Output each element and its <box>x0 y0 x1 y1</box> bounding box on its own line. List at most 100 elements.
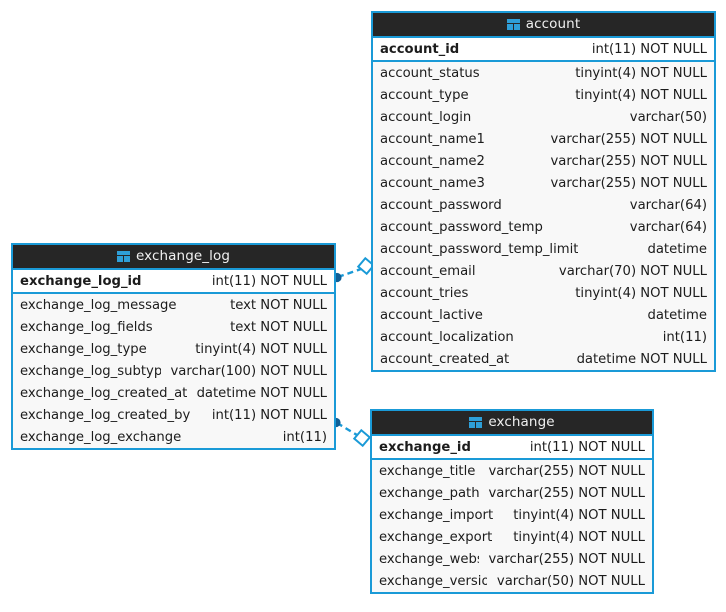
field-row[interactable]: exchange_log_created_at datetime NOT NUL… <box>13 382 334 404</box>
entity-table-account[interactable]: account account_id int(11) NOT NULL acco… <box>371 11 716 372</box>
field-type: int(11) <box>282 429 327 445</box>
field-type: varchar(255) NOT NULL <box>550 175 708 191</box>
field-row-primary-key[interactable]: account_id int(11) NOT NULL <box>373 38 714 62</box>
field-row[interactable]: account_login varchar(50) <box>373 106 714 128</box>
field-name: account_login <box>380 109 472 125</box>
field-name: exchange_log_id <box>20 273 142 289</box>
field-row[interactable]: account_password_temp varchar(64) <box>373 216 714 238</box>
field-name: exchange_website <box>379 551 479 567</box>
field-type: varchar(100) NOT NULL <box>170 363 328 379</box>
field-row[interactable]: exchange_import tinyint(4) NOT NULL <box>372 504 652 526</box>
field-name: exchange_log_exchange <box>20 429 182 445</box>
field-row-primary-key[interactable]: exchange_log_id int(11) NOT NULL <box>13 270 334 294</box>
field-type: tinyint(4) NOT NULL <box>575 65 707 81</box>
field-type: int(11) NOT NULL <box>591 41 707 57</box>
entity-table-exchange[interactable]: exchange exchange_id int(11) NOT NULL ex… <box>370 409 654 594</box>
field-type: tinyint(4) NOT NULL <box>513 529 645 545</box>
field-row[interactable]: exchange_log_type tinyint(4) NOT NULL <box>13 338 334 360</box>
relationship-line <box>337 267 362 279</box>
field-name: exchange_path <box>379 485 479 501</box>
field-type: varchar(255) NOT NULL <box>550 153 708 169</box>
relationship-log-to-exchange[interactable] <box>331 417 372 448</box>
field-row[interactable]: exchange_website varchar(255) NOT NULL <box>372 548 652 570</box>
field-type: datetime <box>647 307 707 323</box>
field-name: account_created_at <box>380 351 510 367</box>
field-name: exchange_import <box>379 507 494 523</box>
field-name: exchange_log_subtype <box>20 363 161 379</box>
field-type: varchar(255) NOT NULL <box>550 131 708 147</box>
field-type: int(11) NOT NULL <box>211 273 327 289</box>
field-name: exchange_log_created_by <box>20 407 191 423</box>
field-type: datetime NOT NULL <box>196 385 327 401</box>
relationship-diamond-marker <box>352 428 372 448</box>
field-name: exchange_log_fields <box>20 319 153 335</box>
field-name: exchange_log_created_at <box>20 385 187 401</box>
field-row[interactable]: exchange_log_message text NOT NULL <box>13 294 334 316</box>
field-name: account_password_temp <box>380 219 543 235</box>
field-name: account_email <box>380 263 476 279</box>
entity-table-exchange-log[interactable]: exchange_log exchange_log_id int(11) NOT… <box>11 243 336 450</box>
relationship-line <box>336 421 358 437</box>
field-name: exchange_export <box>379 529 493 545</box>
relationship-log-to-account[interactable] <box>332 256 376 283</box>
field-row[interactable]: exchange_log_exchange int(11) <box>13 426 334 448</box>
field-type: tinyint(4) NOT NULL <box>195 341 327 357</box>
field-type: text NOT NULL <box>230 297 327 313</box>
field-row[interactable]: account_lactive datetime <box>373 304 714 326</box>
field-row[interactable]: exchange_log_subtype varchar(100) NOT NU… <box>13 360 334 382</box>
field-name: exchange_version <box>379 573 487 589</box>
field-name: account_password_temp_limit <box>380 241 579 257</box>
field-name: account_id <box>380 41 460 57</box>
field-row[interactable]: account_type tinyint(4) NOT NULL <box>373 84 714 106</box>
field-name: account_localization <box>380 329 514 345</box>
field-name: account_tries <box>380 285 469 301</box>
field-row[interactable]: account_status tinyint(4) NOT NULL <box>373 62 714 84</box>
field-row[interactable]: exchange_title varchar(255) NOT NULL <box>372 460 652 482</box>
field-type: tinyint(4) NOT NULL <box>575 285 707 301</box>
field-name: exchange_id <box>379 439 471 455</box>
entity-header-account[interactable]: account <box>373 13 714 38</box>
field-row[interactable]: account_email varchar(70) NOT NULL <box>373 260 714 282</box>
entity-title-account: account <box>525 15 581 32</box>
field-type: varchar(70) NOT NULL <box>558 263 707 279</box>
field-name: account_name2 <box>380 153 485 169</box>
field-row[interactable]: exchange_log_fields text NOT NULL <box>13 316 334 338</box>
field-row[interactable]: account_name1 varchar(255) NOT NULL <box>373 128 714 150</box>
field-type: varchar(255) NOT NULL <box>488 551 646 567</box>
field-type: datetime NOT NULL <box>576 351 707 367</box>
table-icon <box>506 19 520 30</box>
field-row[interactable]: account_password varchar(64) <box>373 194 714 216</box>
field-row[interactable]: account_localization int(11) <box>373 326 714 348</box>
field-row[interactable]: account_name3 varchar(255) NOT NULL <box>373 172 714 194</box>
field-name: exchange_title <box>379 463 476 479</box>
entity-header-exchange-log[interactable]: exchange_log <box>13 245 334 270</box>
field-type: int(11) NOT NULL <box>529 439 645 455</box>
entity-title-exchange: exchange <box>488 413 555 430</box>
field-name: account_type <box>380 87 469 103</box>
field-row[interactable]: exchange_log_created_by int(11) NOT NULL <box>13 404 334 426</box>
field-row-primary-key[interactable]: exchange_id int(11) NOT NULL <box>372 436 652 460</box>
field-type: varchar(64) <box>629 197 707 213</box>
field-type: int(11) <box>662 329 707 345</box>
field-row[interactable]: account_password_temp_limit datetime <box>373 238 714 260</box>
field-type: int(11) NOT NULL <box>211 407 327 423</box>
field-row[interactable]: exchange_path varchar(255) NOT NULL <box>372 482 652 504</box>
field-type: varchar(50) NOT NULL <box>496 573 645 589</box>
field-type: tinyint(4) NOT NULL <box>575 87 707 103</box>
field-name: exchange_log_type <box>20 341 147 357</box>
field-row[interactable]: account_tries tinyint(4) NOT NULL <box>373 282 714 304</box>
entity-header-exchange[interactable]: exchange <box>372 411 652 436</box>
table-icon <box>116 251 130 262</box>
field-row[interactable]: account_name2 varchar(255) NOT NULL <box>373 150 714 172</box>
field-row[interactable]: account_created_at datetime NOT NULL <box>373 348 714 370</box>
field-name: exchange_log_message <box>20 297 177 313</box>
field-row[interactable]: exchange_export tinyint(4) NOT NULL <box>372 526 652 548</box>
field-name: account_name1 <box>380 131 485 147</box>
table-icon <box>469 417 483 428</box>
field-type: tinyint(4) NOT NULL <box>513 507 645 523</box>
field-name: account_lactive <box>380 307 483 323</box>
field-type: varchar(255) NOT NULL <box>488 463 646 479</box>
field-row[interactable]: exchange_version varchar(50) NOT NULL <box>372 570 652 592</box>
field-name: account_status <box>380 65 480 81</box>
